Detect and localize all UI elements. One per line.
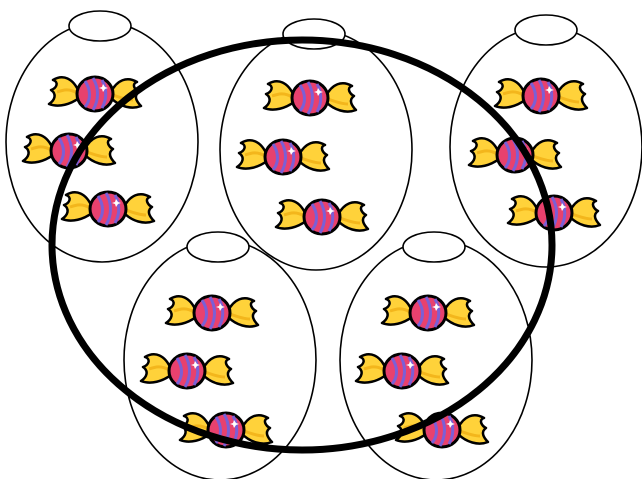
wrapped-candy-icon (495, 79, 587, 113)
wrapped-candy-icon (62, 192, 154, 226)
wrapped-candy-icon (356, 354, 448, 388)
jar-top-left (6, 11, 198, 262)
jar-top-right (450, 15, 642, 267)
jar-top-middle (220, 19, 412, 270)
wrapped-candy-icon (264, 81, 356, 115)
wrapped-candy-icon (382, 296, 474, 330)
wrapped-candy-icon (141, 354, 233, 388)
wrapped-candy-icon (276, 200, 368, 234)
wrapped-candy-icon (237, 140, 329, 174)
wrapped-candy-icon (166, 296, 258, 330)
